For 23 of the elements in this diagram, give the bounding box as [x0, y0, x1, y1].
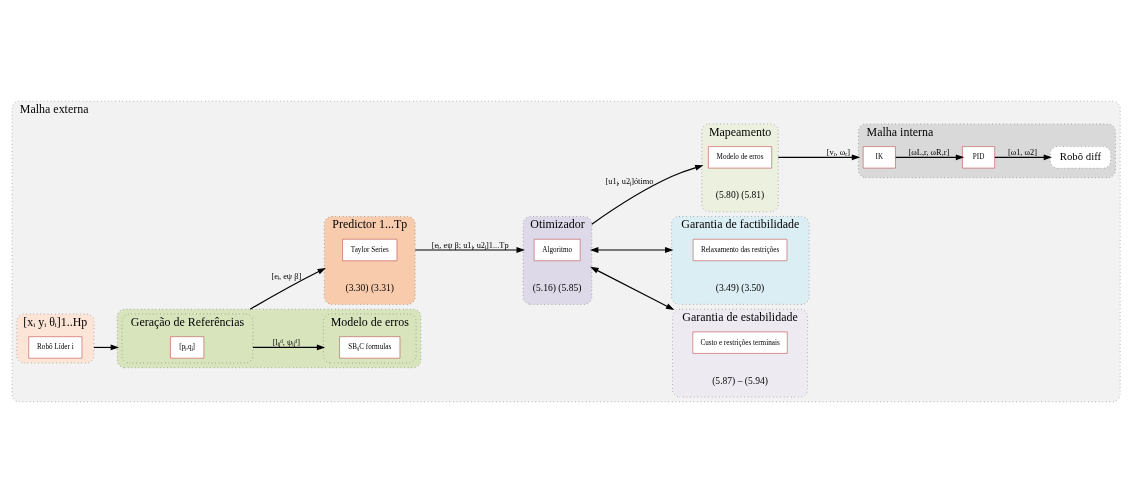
edge-label: [eₗ, eψ β; u1ⱼ, u2ⱼ]1...Tp — [431, 240, 509, 250]
arrow — [414, 246, 525, 253]
arrow — [249, 267, 326, 310]
arrow — [895, 153, 965, 160]
node-box: Robô diff — [1049, 145, 1111, 168]
edge-label: [lᵢⱼᵈ, ψᵢⱼᵈ] — [272, 337, 300, 347]
arrow — [591, 164, 704, 225]
node-label: (5.80) (5.81) — [715, 188, 765, 200]
edge-label: [eₗ, eψ β] — [271, 271, 302, 281]
arrow — [590, 266, 675, 310]
edge-label: [ωL,r, ωR,r] — [908, 147, 950, 157]
node-label: (3.49) (3.50) — [715, 281, 765, 293]
node-label: (5.87) – (5.94) — [712, 374, 768, 386]
arrow — [777, 153, 861, 160]
arrow — [252, 344, 326, 350]
edge-label: [ω1, ω2] — [1007, 147, 1038, 157]
edge-label: [vᵣ, ωᵣ] — [826, 147, 851, 157]
cluster — [116, 308, 422, 368]
arrow — [590, 246, 674, 253]
arrow — [994, 153, 1053, 160]
node-label: (3.30) (3.31) — [345, 281, 395, 293]
node-label: (5.16) (5.85) — [532, 281, 582, 293]
edge-label: [u1ⱼ, u2ⱼ]ótimo — [605, 176, 654, 186]
